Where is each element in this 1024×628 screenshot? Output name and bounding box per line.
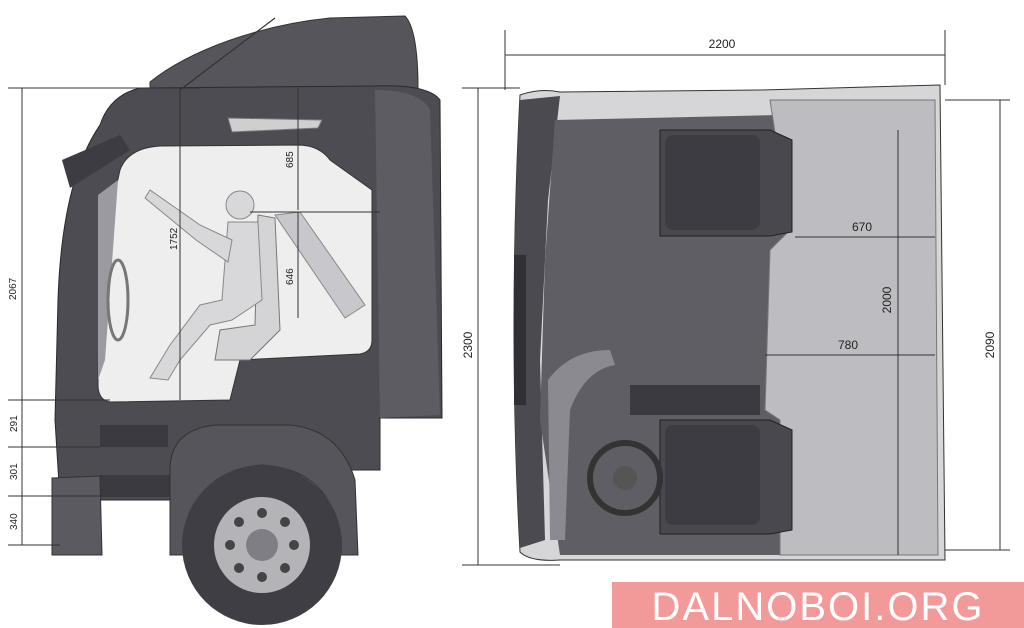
dim-step-2: 301: [9, 463, 20, 480]
watermark-background: [612, 582, 1024, 628]
dim-interior-length: 2090: [983, 331, 997, 358]
side-dimension-lines: [8, 87, 380, 546]
top-view: 2200 2300 2090 2000 670 780: [461, 30, 1010, 566]
dim-bunk-length: 2000: [880, 286, 894, 313]
sun-visor: [62, 135, 130, 188]
top-dimension-lines: [462, 30, 1010, 566]
instrument-panel: [548, 350, 615, 540]
bunk-area: [764, 99, 939, 556]
dim-bunk-width-upper: 670: [852, 220, 872, 234]
side-view: 2067 1752 685 646 291 301 340: [8, 15, 443, 625]
dashboard-top: [514, 96, 560, 548]
dim-interior-height: 1752: [169, 227, 180, 250]
dim-step-3: 340: [9, 513, 20, 530]
dim-step-1: 291: [9, 415, 20, 432]
roof-spoiler: [149, 15, 419, 91]
step-middle: [100, 475, 170, 497]
driver-figure: [144, 189, 263, 381]
watermark-text: DALNOBOI.ORG: [652, 585, 985, 628]
steering-wheel-top: [587, 440, 663, 516]
dim-overall-length: 2300: [461, 331, 475, 358]
steering-wheel: [106, 258, 130, 342]
dim-bunk-height: 646: [285, 268, 296, 285]
driver-seat: [214, 214, 281, 361]
front-wheel: [182, 465, 342, 625]
front-bumper: [51, 475, 103, 556]
cab-side-panel: [375, 90, 440, 418]
center-console: [630, 385, 760, 415]
watermark-badge: DALNOBOI.ORG: [612, 582, 1024, 628]
passenger-seat-cushion: [665, 135, 760, 230]
dim-overall-width: 2200: [709, 37, 736, 51]
dim-roof-clearance: 685: [285, 151, 296, 168]
step-upper: [100, 425, 168, 447]
dim-bunk-width-lower: 780: [838, 338, 858, 352]
mirror-arm: [179, 17, 276, 91]
driver-seat-cushion: [665, 425, 760, 525]
dim-total-height: 2067: [8, 277, 19, 300]
vent-strip: [514, 255, 526, 405]
